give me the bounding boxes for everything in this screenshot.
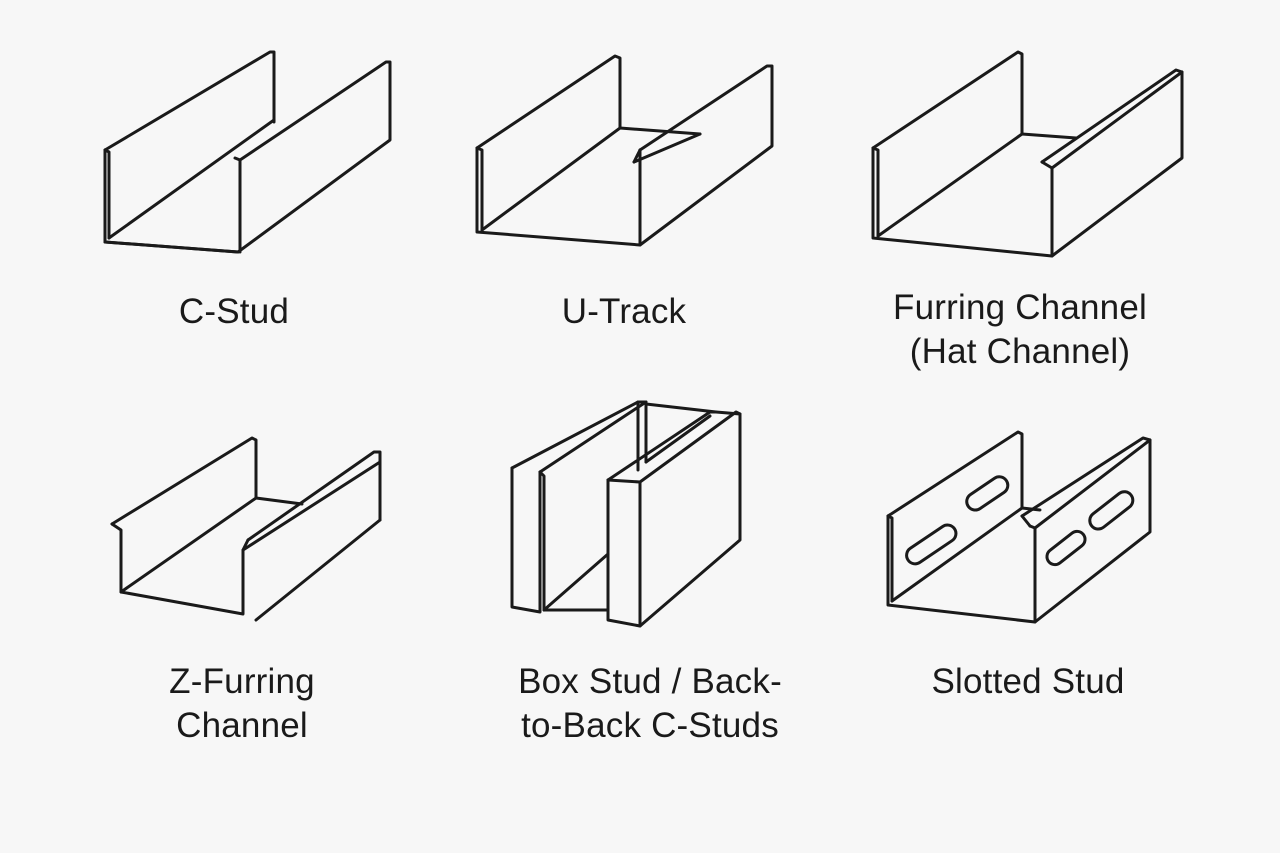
label-line: Z-Furring — [169, 662, 315, 701]
profile-label-c-stud: C-Stud — [114, 290, 354, 334]
profile-label-box-stud: Box Stud / Back- to-Back C-Studs — [490, 660, 810, 748]
slot-icon — [905, 523, 958, 566]
label-line: to-Back C-Studs — [521, 706, 779, 745]
profile-label-slotted-stud: Slotted Stud — [898, 660, 1158, 704]
label-line: U-Track — [561, 292, 687, 331]
profile-label-u-track: U-Track — [504, 290, 744, 334]
slot-icon — [1045, 529, 1087, 567]
label-line: Slotted Stud — [931, 662, 1125, 701]
slot-icon — [965, 475, 1010, 512]
label-line: Furring Channel — [893, 288, 1147, 327]
label-line: Channel — [176, 706, 308, 745]
label-line: C-Stud — [178, 292, 290, 331]
label-line: Box Stud / Back- — [518, 662, 782, 701]
profile-label-z-furring-channel: Z-Furring Channel — [122, 660, 362, 748]
profile-label-furring-channel: Furring Channel (Hat Channel) — [860, 286, 1180, 374]
slot-icon — [1088, 490, 1135, 531]
label-line: (Hat Channel) — [909, 332, 1131, 371]
